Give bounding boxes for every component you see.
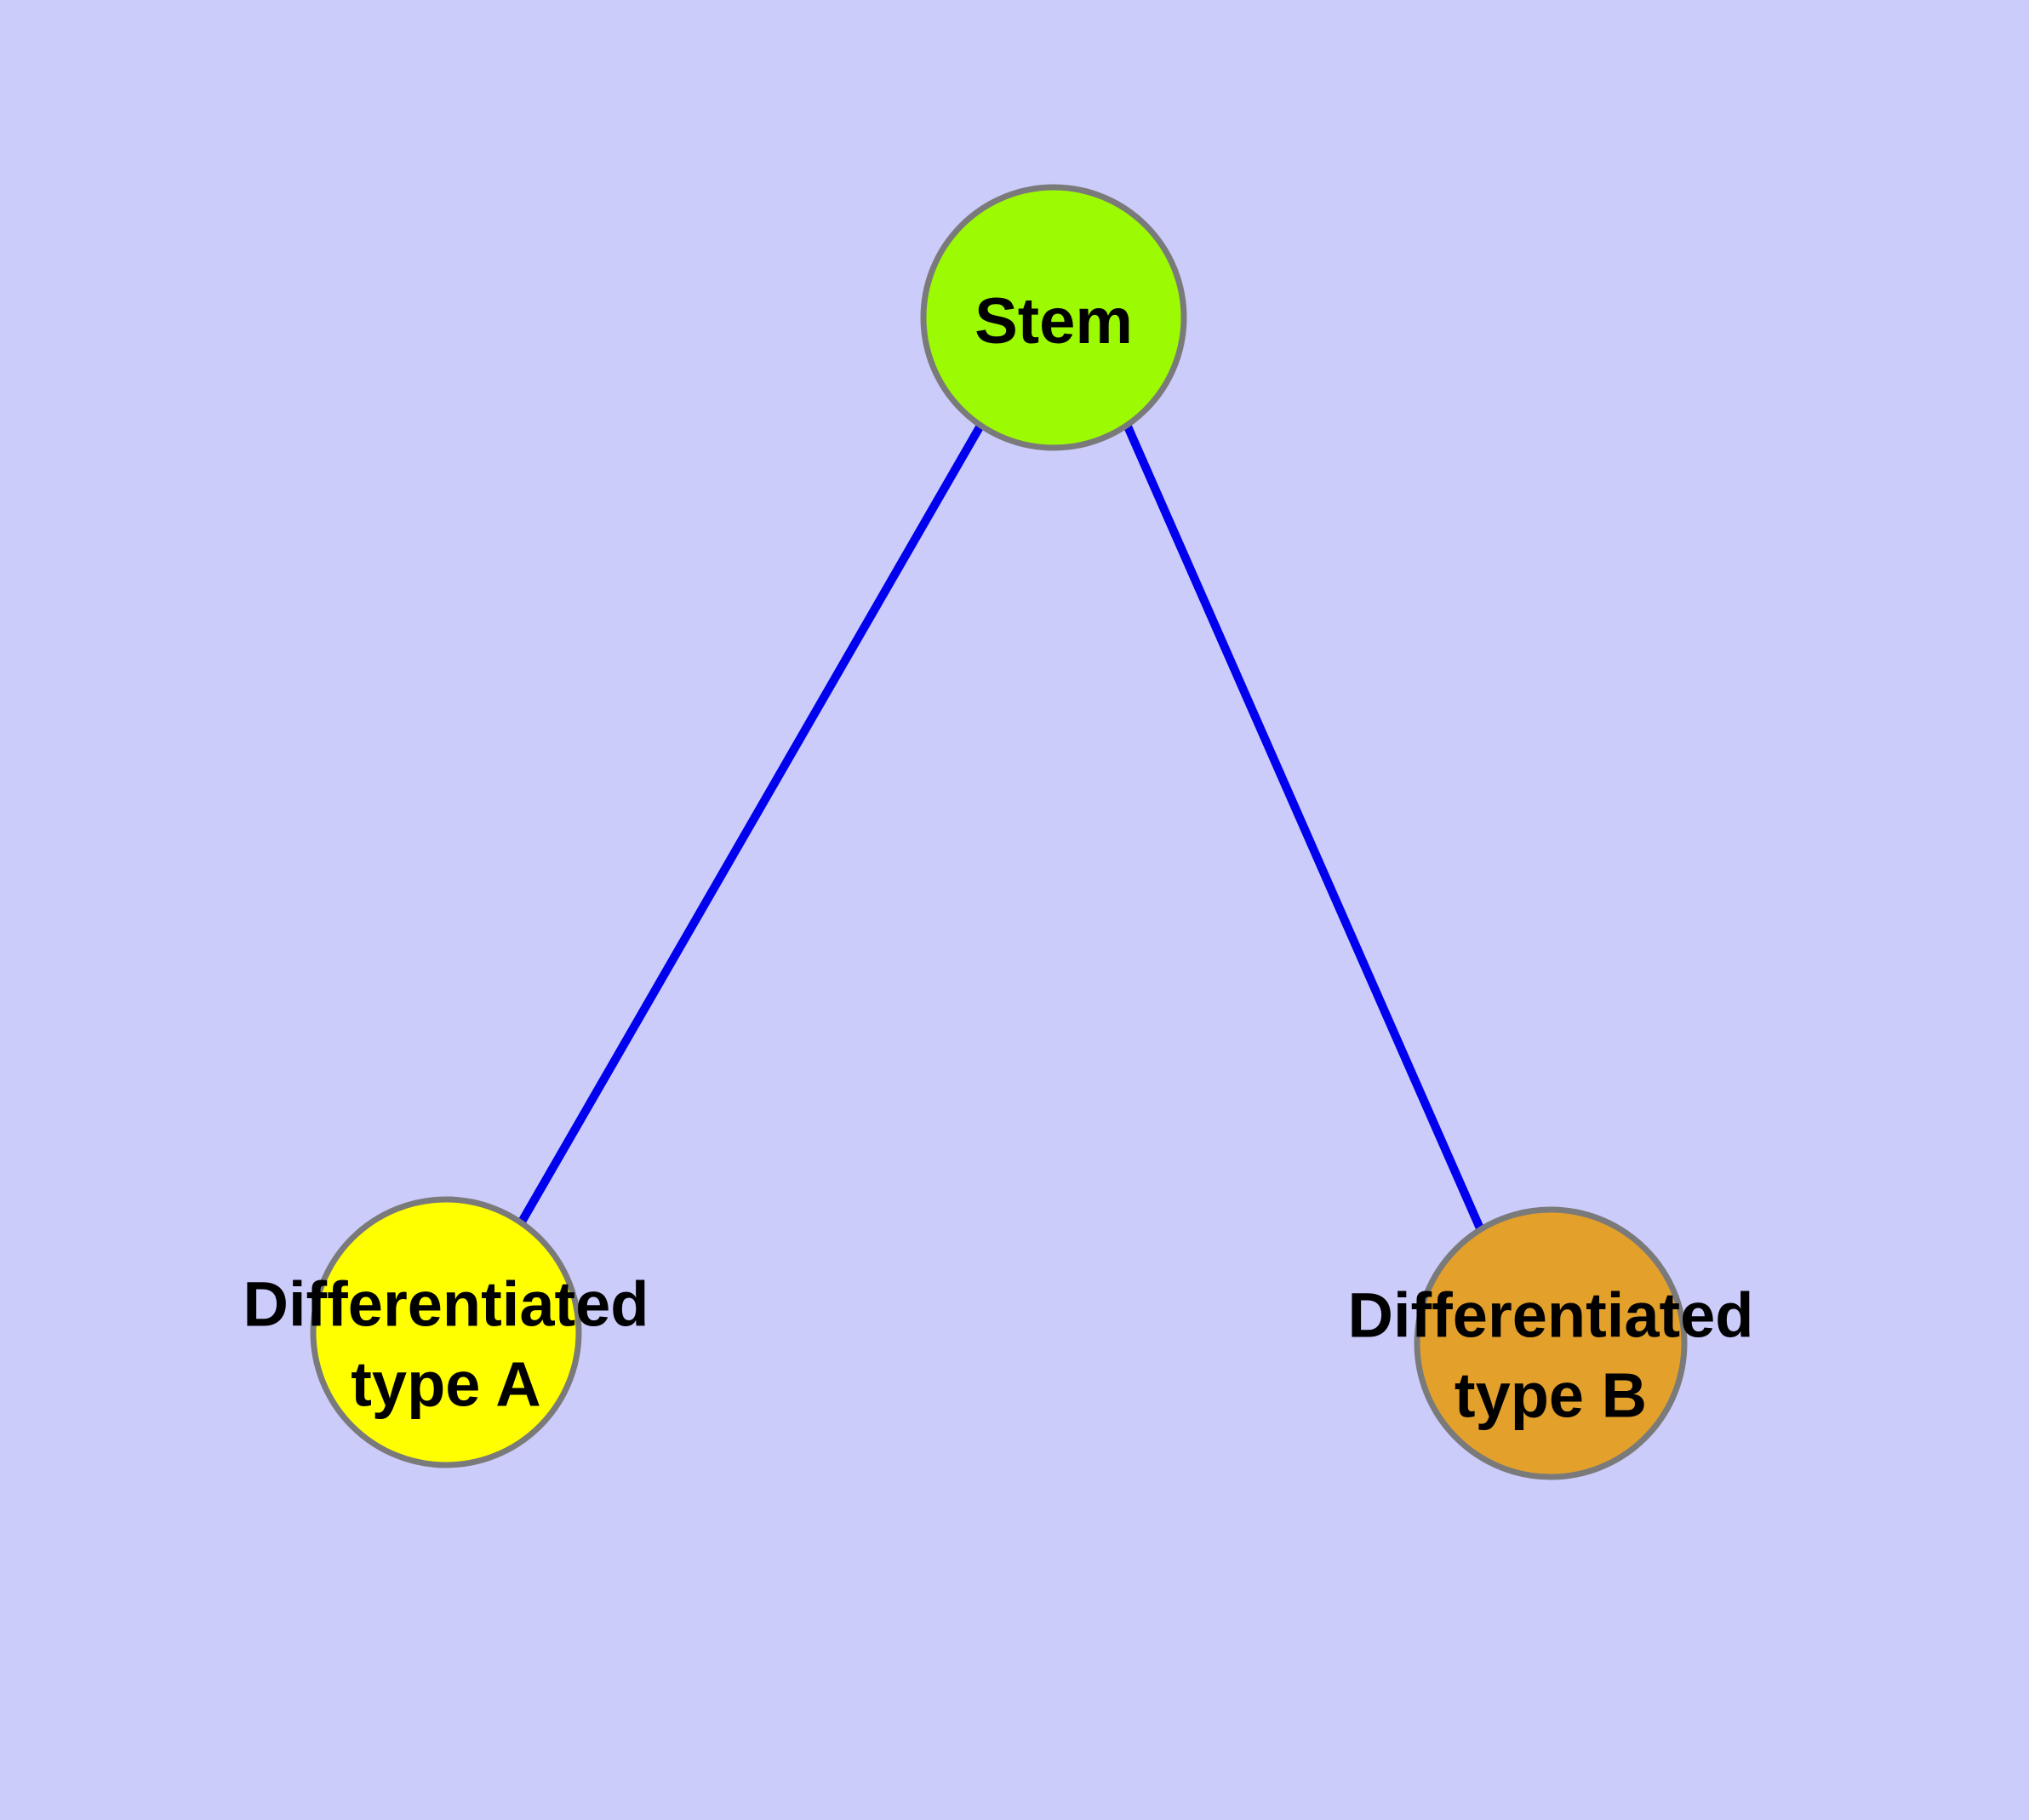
node-diff-a-label-line1: Differentiated bbox=[243, 1269, 649, 1340]
node-diff-b-label-line2: type B bbox=[1455, 1360, 1647, 1431]
label-layer: Differentiated type A Differentiated typ… bbox=[243, 1269, 1754, 1431]
node-diff-b[interactable] bbox=[1414, 1206, 1688, 1480]
node-diff-b-label: Differentiated type B bbox=[1348, 1280, 1754, 1431]
node-diff-a-circle[interactable] bbox=[310, 1196, 582, 1468]
node-diff-a[interactable] bbox=[310, 1196, 582, 1468]
node-stem[interactable]: Stem bbox=[920, 184, 1187, 451]
node-diff-a-label: Differentiated type A bbox=[243, 1269, 649, 1420]
node-layer: Stem bbox=[310, 184, 1688, 1480]
edge-stem-to-diff-a[interactable] bbox=[517, 423, 985, 1226]
node-stem-label: Stem bbox=[974, 285, 1133, 358]
edge-stem-to-diff-b[interactable] bbox=[1123, 424, 1484, 1231]
node-diff-b-circle[interactable] bbox=[1414, 1206, 1688, 1480]
node-stem-circle[interactable] bbox=[920, 184, 1187, 451]
edge-layer bbox=[517, 423, 1484, 1231]
node-diff-a-label-line2: type A bbox=[351, 1349, 540, 1420]
node-diff-b-label-line1: Differentiated bbox=[1348, 1280, 1754, 1351]
